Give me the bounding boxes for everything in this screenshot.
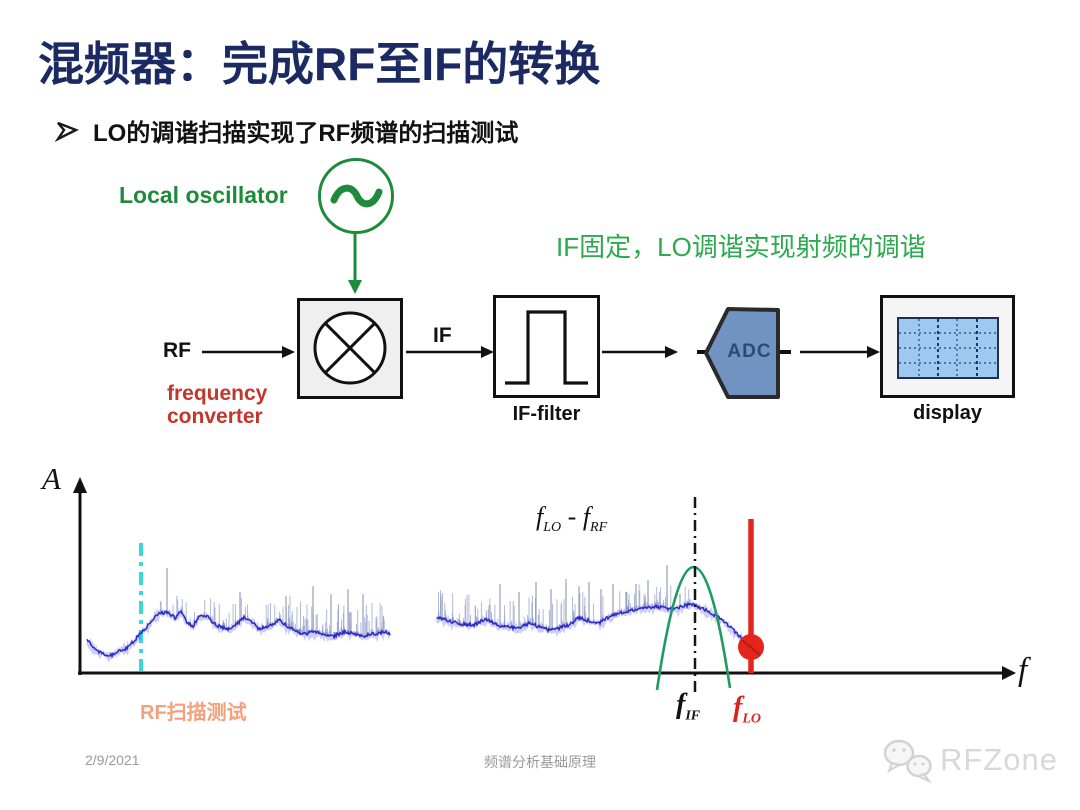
y-axis-arrowhead [73, 477, 87, 493]
display-screen [897, 317, 999, 379]
arrow-rf-to-mixer [202, 346, 295, 358]
adc-shape [704, 307, 780, 399]
watermark-text: RFZone [940, 742, 1058, 777]
bandpass-response-icon [505, 310, 588, 385]
local-oscillator-label: Local oscillator [119, 182, 288, 208]
arrow-filter-to-adc [602, 346, 678, 358]
if-label: IF [433, 324, 452, 347]
wechat-icon [883, 739, 932, 784]
display-grid-icon [899, 319, 997, 377]
display-block [880, 295, 1015, 398]
watermark: RFZone [880, 736, 1058, 784]
flo-minus-frf-label: fLO - fRF [536, 502, 607, 536]
footer-date: 2/9/2021 [85, 752, 140, 768]
spectrum-plot [73, 477, 1016, 693]
frequency-converter-label: frequency converter [167, 382, 268, 428]
lo-subscript: LO [543, 520, 562, 536]
page-title: 混频器：完成RF至IF的转换 [38, 38, 601, 90]
f-symbol: f [676, 689, 686, 720]
frequency-axis-label: f [1018, 652, 1028, 688]
amplitude-axis-label: A [42, 461, 61, 496]
flo-tick-label: fLO [733, 692, 761, 728]
if-subscript: IF [685, 708, 701, 724]
rf-sweep-label: RF扫描测试 [140, 702, 247, 724]
footer-title: 频谱分析基础原理 [484, 754, 596, 770]
display-label: display [913, 402, 982, 424]
if-filter-label: IF-filter [512, 403, 581, 425]
mixer-icon [313, 311, 387, 385]
if-fixed-note: IF固定，LO调谐实现射频的调谐 [556, 232, 926, 262]
lo-subscript: LO [742, 711, 761, 727]
f-symbol: f [733, 692, 743, 723]
oscillator-symbol [318, 158, 394, 234]
adc-label: ADC [727, 341, 772, 362]
mixer-block [297, 298, 403, 399]
arrow-mixer-to-filter [406, 346, 494, 358]
f-symbol: f [536, 502, 544, 531]
bullet-text: LO的调谐扫描实现了RF频谱的扫描测试 [93, 120, 519, 147]
fif-tick-label: fIF [676, 689, 700, 725]
bullet-row: LO的调谐扫描实现了RF频谱的扫描测试 [55, 113, 518, 148]
if-filter-block [493, 295, 600, 398]
arrow-adc-to-display [800, 346, 880, 358]
f-symbol: f [582, 502, 591, 531]
bullet-arrow-icon [55, 121, 79, 142]
lo-dot-slash [741, 639, 761, 656]
rf-subscript: RF [590, 520, 608, 536]
sine-tilde-icon [330, 184, 383, 208]
minus-sign: - [567, 502, 577, 531]
adc-block [697, 307, 791, 399]
x-axis-arrowhead [1002, 666, 1016, 680]
spectrum-trace [85, 565, 754, 664]
lo-down-arrow [348, 234, 362, 294]
if-filter-curve [655, 565, 732, 691]
rf-label: RF [163, 339, 191, 362]
